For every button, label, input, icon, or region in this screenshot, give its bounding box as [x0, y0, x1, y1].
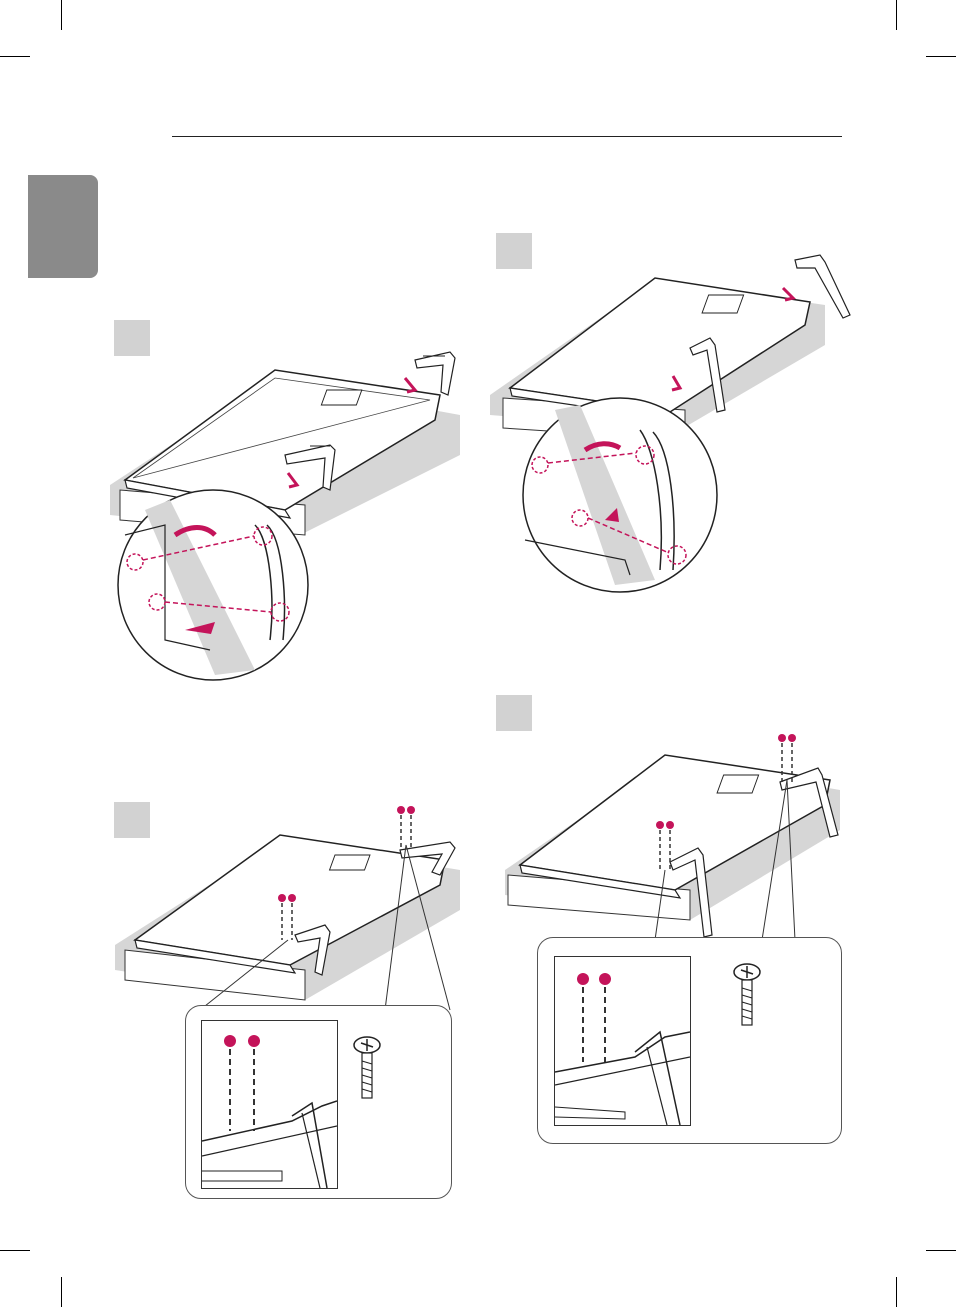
crop-mark	[61, 0, 62, 30]
header-rule	[172, 136, 842, 137]
tv-stand-figure-2	[485, 250, 855, 590]
screw-icon-1	[352, 1035, 382, 1105]
language-tab	[28, 175, 98, 278]
screw-icon-2	[732, 962, 762, 1032]
crop-mark	[0, 1250, 30, 1251]
tv-screws-figure-4	[500, 730, 850, 940]
step-marker-4	[496, 695, 532, 731]
crop-mark	[926, 56, 956, 57]
crop-mark	[0, 56, 30, 57]
tv-screws-figure-3	[110, 800, 470, 1010]
screw-detail-2	[554, 956, 691, 1126]
crop-mark	[896, 0, 897, 30]
stand-right	[415, 352, 455, 395]
crop-mark	[926, 1250, 956, 1251]
tv-stand-figure-1	[105, 340, 475, 680]
screw-detail-1	[201, 1020, 338, 1189]
crop-mark	[896, 1277, 897, 1307]
crop-mark	[61, 1277, 62, 1307]
